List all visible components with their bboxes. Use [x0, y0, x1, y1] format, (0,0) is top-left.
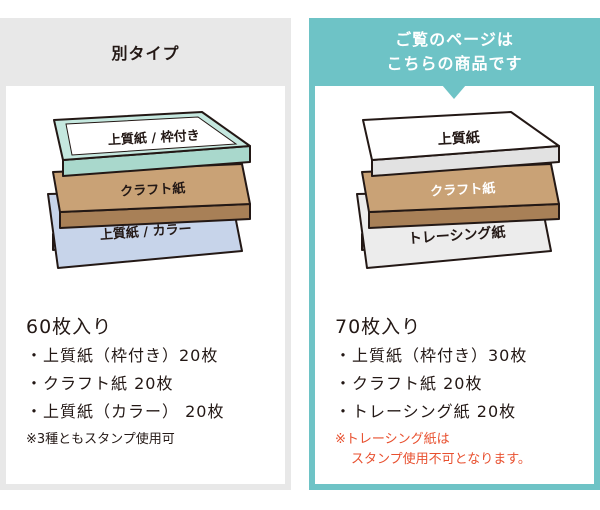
other-type-item-1: ・上質紙（枠付き）20枚 — [26, 346, 219, 365]
other-type-note: ※3種ともスタンプ使用可 — [26, 432, 175, 447]
other-type-count: 60枚入り — [26, 316, 113, 338]
this-product-count: 70枚入り — [335, 316, 422, 338]
this-product-note-2: スタンプ使用不可となります。 — [351, 452, 531, 467]
this-product-header: ご覧のページは こちらの商品です — [309, 18, 600, 86]
this-product-header-line-1: ご覧のページは — [395, 30, 514, 49]
pointer-arrow-icon — [442, 85, 466, 99]
sheet-label-lavender: 上質紙 / カラー — [99, 221, 192, 243]
sheet-label-kraft: クラフト紙 — [430, 180, 496, 199]
other-type-item-3: ・上質紙（カラー） 20枚 — [26, 402, 225, 421]
sheet-label-kraft: クラフト紙 — [120, 180, 186, 199]
sheet-label-mint: 上質紙 / 枠付き — [108, 128, 201, 149]
this-product-item-1: ・上質紙（枠付き）30枚 — [335, 346, 528, 365]
this-product-note-1: ※トレーシング紙は — [335, 432, 450, 447]
sheet-label-white: 上質紙 — [437, 129, 480, 148]
this-product-header-line-2: こちらの商品です — [386, 54, 523, 73]
this-product-illustration: トレーシング紙 クラフト紙 上質紙 — [315, 86, 594, 286]
sheet-mint: 上質紙 / 枠付き — [53, 111, 251, 177]
other-type-illustration: 上質紙 / カラー クラフト紙 上質紙 / 枠付き — [6, 86, 285, 286]
other-type-header: 別タイプ — [111, 44, 180, 63]
sheet-label-tracing: トレーシング紙 — [407, 224, 506, 248]
this-product-item-2: ・クラフト紙 20枚 — [335, 374, 483, 393]
sheet-kraft: クラフト紙 — [52, 163, 251, 229]
other-type-body: 上質紙 / カラー クラフト紙 上質紙 / 枠付き — [6, 86, 285, 484]
this-product-panel: ご覧のページは こちらの商品です トレーシング紙 クラフト紙 — [309, 18, 600, 490]
this-product-item-3: ・トレーシング紙 20枚 — [335, 402, 517, 421]
other-type-panel: 別タイプ 上質紙 / カラー クラフト紙 — [0, 18, 291, 490]
other-type-item-2: ・クラフト紙 20枚 — [26, 374, 174, 393]
this-product-body: トレーシング紙 クラフト紙 上質紙 — [315, 86, 594, 484]
sheet-white: 上質紙 — [362, 111, 560, 177]
